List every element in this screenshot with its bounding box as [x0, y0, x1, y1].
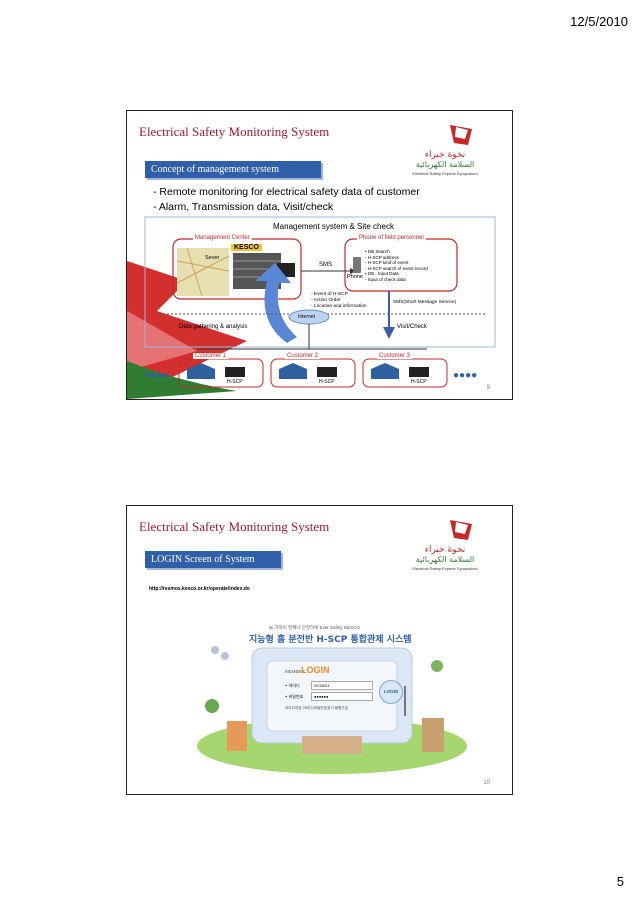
slide-10: Electrical Safety Monitoring System LOGI…	[126, 505, 513, 795]
slide-number: 9	[486, 385, 490, 391]
customer-1-label: Customer 1	[193, 353, 229, 359]
login-screenshot: 늘 가까이 언제나 안전하게 Ever Safety KESCO 지능형 홈 분…	[197, 606, 467, 776]
hscp-label: H-SCP	[319, 379, 335, 385]
slide-9: ●●●● ●●●● Electrical Safety Monitoring S…	[126, 110, 513, 400]
db-info: • DB Search - H-SCP address - H-SCP kind…	[365, 249, 428, 282]
map-image	[177, 248, 229, 296]
visit-check-label: Visit/Check	[397, 324, 427, 330]
bullet-1: - Remote monitoring for electrical safet…	[153, 186, 420, 198]
slide-title: Electrical Safety Monitoring System	[139, 124, 330, 139]
member-label: MEMBER	[285, 669, 305, 674]
lightning-streak	[127, 261, 247, 399]
system-url: http://resmos.kesco.or.kr/operate/index.…	[149, 586, 250, 592]
password-label: • 비밀번호	[285, 694, 304, 699]
print-date: 12/5/2010	[570, 14, 628, 29]
event-info: - Event of H-SCP - Action Order - Locati…	[311, 292, 367, 309]
id-field[interactable]: SCI0021	[311, 681, 373, 690]
section-bar: LOGIN Screen of System	[145, 551, 281, 568]
diagram-box	[144, 216, 496, 348]
svg-text:●●●●: ●●●●	[145, 370, 169, 381]
login-button[interactable]: LOGIN	[379, 680, 403, 704]
svg-text:السلامة الكهربائية: السلامة الكهربائية	[416, 555, 474, 564]
data-gathering-label: Data gathering & analysis	[179, 324, 248, 330]
customer-3-label: Customer 3	[377, 353, 413, 359]
page-number: 5	[616, 874, 624, 889]
customer-3-box	[362, 358, 448, 388]
svg-text:Electrical Safety Experts Symp: Electrical Safety Experts Symposium	[412, 171, 478, 176]
slide-number: 10	[483, 780, 490, 786]
svg-text:السلامة الكهربائية: السلامة الكهربائية	[416, 160, 474, 169]
bullet-2: - Alarm, Transmission data, Visit/check	[153, 201, 334, 213]
management-center-label: Management Center	[193, 235, 252, 241]
sms-label: SMS	[319, 262, 333, 268]
svg-text:●●●●: ●●●●	[453, 370, 477, 381]
phone-personnel-label: Phone of field personnel	[357, 235, 426, 241]
section-bar: Concept of management system	[145, 161, 321, 178]
hscp-label: H-SCP	[411, 379, 427, 385]
banner-tagline: 늘 가까이 언제나 안전하게 Ever Safety KESCO	[269, 625, 360, 630]
blue-curved-arrow	[255, 263, 297, 343]
symposium-logo: نخوة خبراء السلامة الكهربائية Electrical…	[412, 520, 478, 571]
banner-title: 지능형 홈 분전반 H-SCP 통합관제 시스템	[249, 635, 412, 645]
diagram-header: Management system & Site check	[273, 222, 394, 231]
green-swoosh	[127, 361, 237, 399]
phone-label: Phone	[347, 274, 363, 280]
login-links[interactable]: 아이디저장 아이디/비밀번호찾기 회원가입	[285, 706, 349, 710]
symposium-logo: نخوة خبراء السلامة الكهربائية Electrical…	[412, 125, 478, 176]
svg-text:نخوة خبراء: نخوة خبراء	[425, 545, 466, 555]
slide-title: Electrical Safety Monitoring System	[139, 519, 330, 534]
kesco-label: KESCO	[231, 244, 262, 251]
password-field[interactable]: ●●●●●●	[311, 692, 373, 701]
customer-2-label: Customer 2	[285, 353, 321, 359]
slide-decoration: ●●●● ●●●●	[127, 216, 496, 399]
sms-service-label: SMS(Short Message Service)	[393, 300, 457, 305]
phone-device	[353, 257, 361, 273]
customer-2-box	[270, 358, 356, 388]
internet-label: Internet	[298, 314, 315, 320]
hscp-label: H-SCP	[227, 379, 243, 385]
server-label: Sever	[205, 255, 220, 261]
login-title: LOGIN	[301, 665, 330, 675]
customer-1-box	[178, 358, 264, 388]
id-label: • 아이디	[285, 683, 300, 688]
svg-text:Electrical Safety Experts Symp: Electrical Safety Experts Symposium	[412, 566, 478, 571]
svg-text:نخوة خبراء: نخوة خبراء	[425, 150, 466, 160]
